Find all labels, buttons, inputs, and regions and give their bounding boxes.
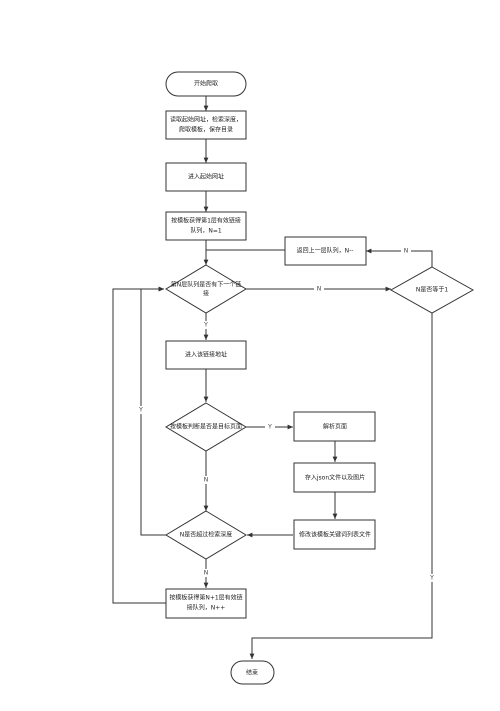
edges: [112, 96, 433, 659]
edge-next-loop: [112, 286, 166, 604]
node-enter-start: 进入起始网址: [165, 162, 247, 192]
label-hasnext-yes: Y: [203, 322, 208, 329]
node-exceed-depth: N是否超过检索深度: [165, 510, 247, 560]
get-next-line1: 按模板获得第N+1层有效链: [169, 594, 242, 602]
return-prev-box: [284, 236, 367, 266]
enter-link-box: [165, 340, 247, 370]
node-get-queue1: 按模板获得第1层有效链接 队列，N=1: [165, 211, 247, 241]
label-exceed-yes: Y: [138, 407, 143, 414]
n-equals-1-label: N是否等于1: [416, 286, 448, 294]
get-queue1-line2: 队列，N=1: [190, 227, 222, 235]
node-parse-page: 解析页面: [293, 411, 376, 442]
enter-start-label: 进入起始网址: [188, 173, 224, 181]
node-read-params: 读取起始网址，检索深度， 爬取模板，保存目录: [165, 110, 247, 140]
get-next-box: [165, 588, 247, 619]
node-enter-link: 进入该链接地址: [165, 340, 247, 370]
is-target-diamond: [165, 402, 247, 452]
enter-link-label: 进入该链接地址: [185, 351, 227, 359]
node-end: 结束: [230, 660, 275, 685]
read-params-box: [165, 110, 247, 140]
enter-start-box: [165, 162, 247, 192]
label-target-no: N: [204, 477, 209, 484]
start-terminal: [165, 71, 247, 97]
node-is-target: 按模板判断是否是目标页面: [165, 402, 247, 452]
get-queue1-line1: 按模板获得第1层有效链接: [171, 217, 241, 225]
label-target-yes: Y: [267, 424, 272, 431]
return-prev-label: 返回上一层队列，N--: [297, 247, 354, 255]
node-n-equals-1: N是否等于1: [389, 266, 475, 314]
label-n1-no: N: [404, 248, 409, 255]
label-exceed-no: N: [204, 570, 209, 577]
get-next-line2: 接队列，N++: [187, 604, 226, 612]
node-save-json: 存入json文件以及图片: [293, 462, 376, 493]
start-label: 开始爬取: [194, 80, 218, 88]
read-params-line2: 爬取模板，保存目录: [179, 126, 233, 134]
end-label: 结束: [246, 669, 258, 677]
edge-labels: N N Y Y N Y N Y: [136, 247, 437, 582]
edge-n1-no: [366, 248, 433, 267]
parse-page-label: 解析页面: [323, 423, 347, 431]
n-equals-1-diamond: [389, 266, 475, 314]
node-get-next: 按模板获得第N+1层有效链 接队列，N++: [165, 588, 247, 619]
save-json-box: [293, 462, 376, 493]
parse-page-box: [293, 411, 376, 442]
label-n1-yes: Y: [429, 575, 434, 582]
modify-template-label: 修改该模板关键词列表文件: [299, 531, 371, 539]
modify-template-box: [293, 519, 376, 550]
save-json-label: 存入json文件以及图片: [305, 474, 365, 482]
end-terminal: [230, 660, 275, 685]
node-has-next: 第N层队列是否有下一个链 接: [165, 264, 247, 314]
node-return-prev: 返回上一层队列，N--: [284, 236, 367, 266]
read-params-line1: 读取起始网址，检索深度，: [170, 116, 242, 124]
exceed-depth-label: N是否超过检索深度: [180, 531, 233, 539]
is-target-label: 按模板判断是否是目标页面: [170, 423, 242, 431]
label-hasnext-no: N: [317, 286, 322, 293]
has-next-diamond: [165, 264, 247, 314]
has-next-line1: 第N层队列是否有下一个链: [171, 281, 242, 289]
has-next-line2: 接: [203, 290, 209, 298]
edge-n1-yes: [249, 313, 433, 659]
node-start: 开始爬取: [165, 71, 247, 97]
get-queue1-box: [165, 211, 247, 241]
exceed-depth-diamond: [165, 510, 247, 560]
node-modify-template: 修改该模板关键词列表文件: [293, 519, 376, 550]
